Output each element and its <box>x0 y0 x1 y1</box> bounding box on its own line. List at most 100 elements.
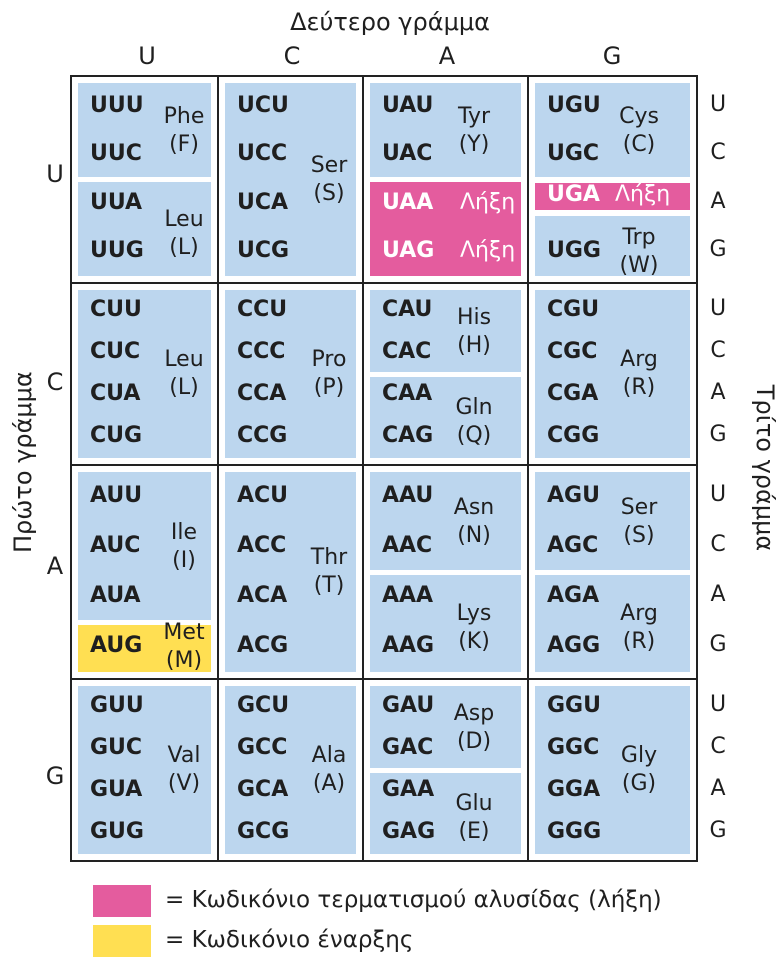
codon: CCU <box>237 297 288 322</box>
codon: AAA <box>382 583 434 608</box>
third-letter-U: U <box>709 296 727 321</box>
codon-grid <box>70 75 698 862</box>
third-letter-A: A <box>710 188 726 214</box>
amino-acid: Ile <box>170 520 198 545</box>
third-letter-G: G <box>709 632 727 657</box>
second-letter-G: G <box>602 42 622 70</box>
codon: AUC <box>90 533 141 558</box>
codon-group-box <box>225 686 356 854</box>
grid-divider <box>527 75 529 862</box>
codon-group-box <box>78 182 211 276</box>
codon: AGU <box>547 483 600 508</box>
codon: CAG <box>382 423 434 448</box>
codon: CCC <box>237 339 286 364</box>
amino-acid: Gln <box>455 395 493 420</box>
start-codon-highlight <box>78 624 211 672</box>
codon-group-box <box>370 83 521 177</box>
amino-acid: Met <box>163 620 205 645</box>
amino-acid: Pro <box>311 347 347 372</box>
amino-acid: Asp <box>453 701 495 726</box>
codon-group-box <box>370 472 521 570</box>
codon-group-box <box>370 574 521 672</box>
amino-acid-abbr: (I) <box>172 548 196 573</box>
amino-acid-abbr: (N) <box>457 523 491 548</box>
amino-acid: Thr <box>310 545 348 570</box>
amino-acid: Leu <box>164 206 204 232</box>
amino-acid-abbr: (E) <box>458 819 490 844</box>
amino-acid: His <box>456 305 492 330</box>
second-letter-U: U <box>138 42 156 70</box>
codon: AGA <box>547 583 600 608</box>
codon-group-box <box>370 290 521 372</box>
codon: CGC <box>547 339 598 364</box>
amino-acid: Cys <box>619 104 659 130</box>
first-letter-U: U <box>46 160 64 188</box>
codon: CGU <box>547 297 600 322</box>
first-letter-C: C <box>46 368 64 396</box>
codon: ACU <box>237 483 289 508</box>
stop-codon: UGA <box>547 181 600 207</box>
codon-group-box <box>535 472 690 570</box>
codon: UUA <box>90 189 143 215</box>
codon-group-box <box>78 290 211 458</box>
codon: GAG <box>382 819 436 844</box>
codon: AUU <box>90 483 143 508</box>
grid-divider <box>70 282 698 284</box>
second-letter-A: A <box>438 42 456 70</box>
third-letter-G: G <box>709 236 727 262</box>
stop-label: Λήξη <box>615 181 671 207</box>
first-letter-A: A <box>46 552 64 580</box>
codon: GUA <box>90 777 143 802</box>
codon-group-box <box>225 83 356 276</box>
amino-acid-abbr: (L) <box>169 375 199 400</box>
third-letter-A: A <box>710 776 726 801</box>
codon-group-box <box>535 574 690 672</box>
amino-acid-abbr: (A) <box>312 771 346 796</box>
codon-group-box <box>370 772 521 854</box>
codon: GGU <box>547 693 601 718</box>
codon-group-box <box>370 376 521 458</box>
third-letter-G: G <box>709 422 727 447</box>
first-letter-title: Πρώτο γράμμα <box>9 371 37 553</box>
amino-acid: Phe <box>163 104 205 130</box>
amino-acid-abbr: (H) <box>457 333 491 358</box>
codon: GGG <box>547 819 602 844</box>
third-letter-title: Τρίτο γράμμα <box>751 384 779 552</box>
stop-legend-swatch <box>93 885 151 917</box>
amino-acid: Ser <box>620 495 658 520</box>
amino-acid-abbr: (S) <box>313 180 345 206</box>
amino-acid-abbr: (K) <box>458 629 490 654</box>
amino-acid-abbr: (Q) <box>456 423 492 448</box>
codon: CAA <box>382 381 433 406</box>
second-letter-C: C <box>283 42 301 70</box>
amino-acid-abbr: (M) <box>165 648 203 673</box>
codon: GCG <box>237 819 290 844</box>
codon: ACG <box>237 633 289 658</box>
codon: UAU <box>382 93 434 119</box>
codon-group-box <box>535 215 690 276</box>
codon: UCG <box>237 237 290 263</box>
amino-acid-abbr: (Y) <box>458 132 490 158</box>
codon: CGG <box>547 423 600 448</box>
third-letter-U: U <box>709 482 727 507</box>
codon: GCA <box>237 777 289 802</box>
third-letter-A: A <box>710 380 726 405</box>
third-letter-G: G <box>709 818 727 843</box>
codon-group-box <box>535 290 690 458</box>
third-letter-C: C <box>710 532 726 557</box>
codon: GUC <box>90 735 143 760</box>
first-letter-G: G <box>45 762 65 790</box>
stop-codon-highlight <box>535 182 690 210</box>
codon: GAA <box>382 777 435 802</box>
amino-acid: Gly <box>620 743 658 768</box>
third-letter-A: A <box>710 582 726 607</box>
stop-codon: UAA <box>382 189 434 215</box>
codon: UUC <box>90 141 142 167</box>
amino-acid-abbr: (V) <box>167 771 201 796</box>
third-letter-C: C <box>710 734 726 759</box>
codon: UGG <box>547 237 601 263</box>
stop-label: Λήξη <box>460 189 516 215</box>
amino-acid-abbr: (W) <box>619 252 659 278</box>
amino-acid: Arg <box>620 347 658 372</box>
amino-acid: Asn <box>453 495 495 520</box>
